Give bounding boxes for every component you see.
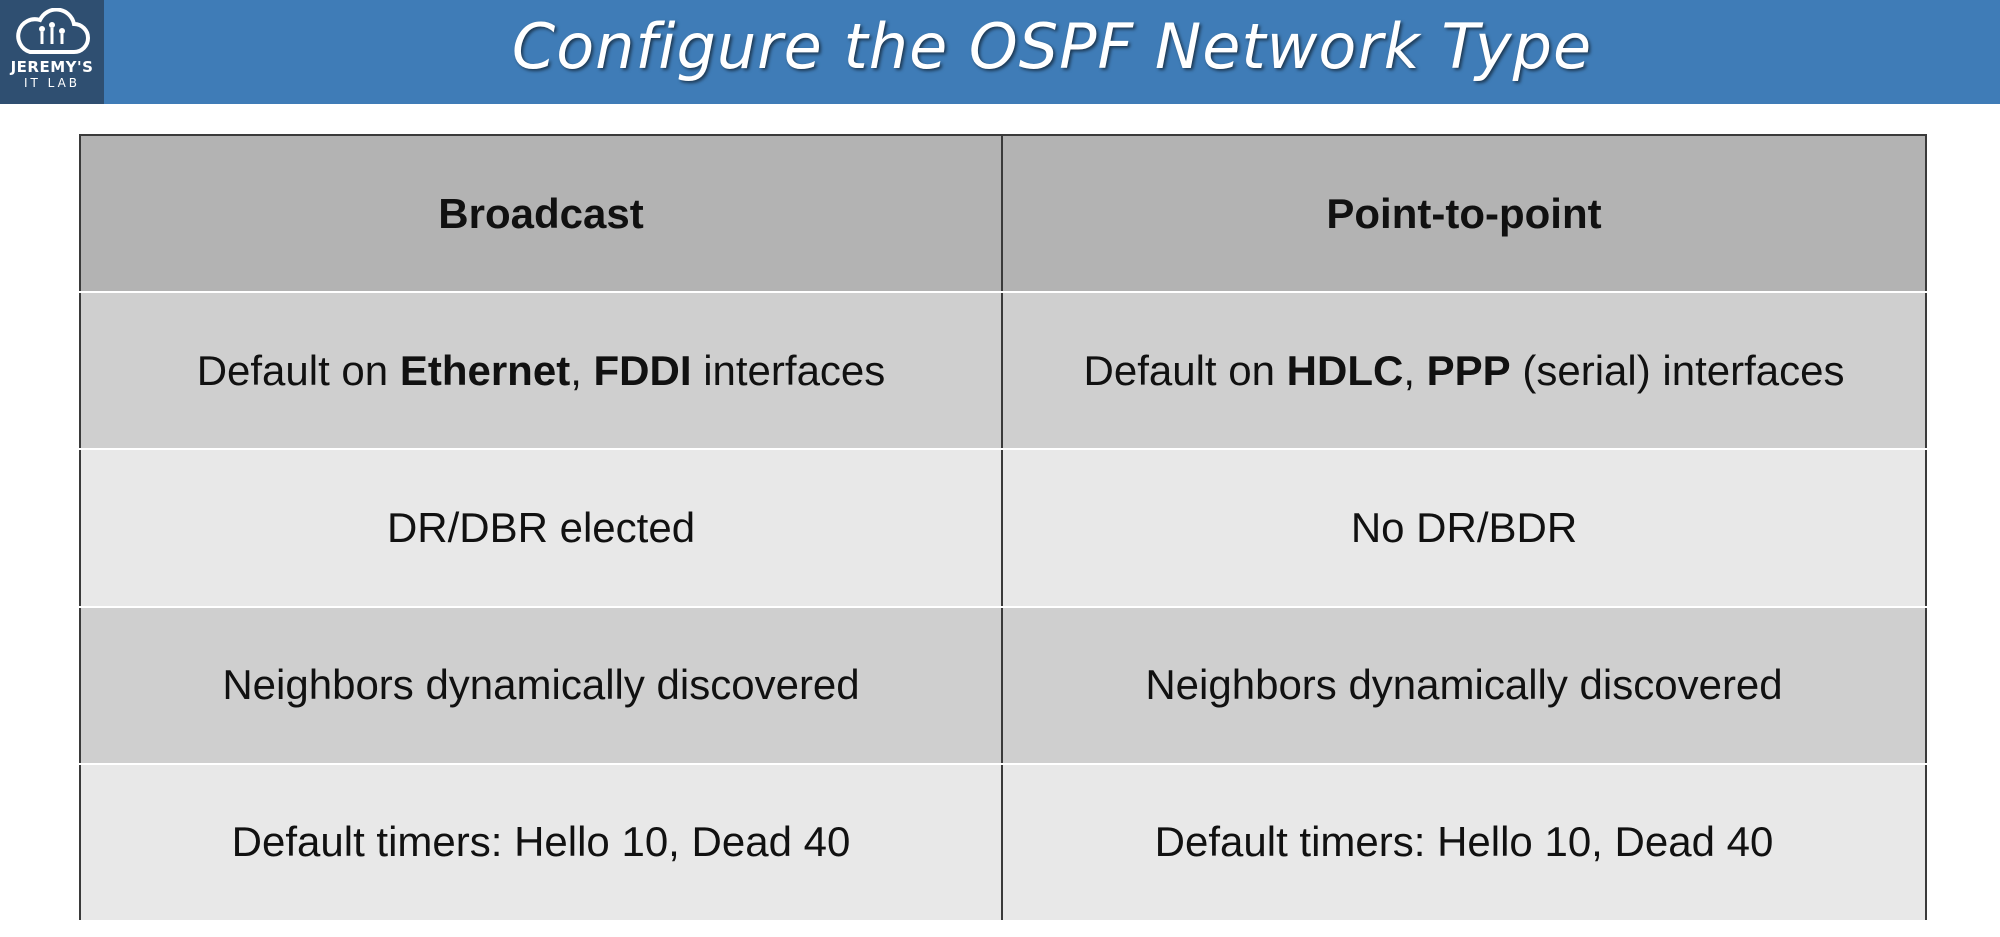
header-broadcast: Broadcast: [80, 135, 1003, 294]
cell-p2p-default: Default on HDLC, PPP (serial) interfaces: [1002, 292, 1926, 451]
logo: JEREMY'S IT LAB: [0, 0, 104, 104]
header-point-to-point: Point-to-point: [1002, 135, 1926, 294]
logo-subtext: IT LAB: [23, 76, 81, 90]
comparison-table: Broadcast Point-to-point Default on Ethe…: [79, 134, 1927, 923]
table-row: Default timers: Hello 10, Dead 40 Defaul…: [80, 763, 1926, 923]
cell-p2p-timers: Default timers: Hello 10, Dead 40: [1002, 763, 1926, 923]
title-banner: JEREMY'S IT LAB Configure the OSPF Netwo…: [0, 0, 2000, 104]
page-title: Configure the OSPF Network Type: [511, 10, 1593, 83]
cell-broadcast-neighbors: Neighbors dynamically discovered: [80, 606, 1003, 765]
table-header-row: Broadcast Point-to-point: [80, 135, 1926, 294]
cell-broadcast-default: Default on Ethernet, FDDI interfaces: [80, 292, 1003, 451]
cell-broadcast-timers: Default timers: Hello 10, Dead 40: [80, 763, 1003, 923]
cell-broadcast-dr: DR/DBR elected: [80, 449, 1003, 608]
table-row: DR/DBR elected No DR/BDR: [80, 449, 1926, 608]
logo-text: JEREMY'S: [10, 58, 94, 76]
table-row: Default on Ethernet, FDDI interfaces Def…: [80, 292, 1926, 451]
cell-p2p-neighbors: Neighbors dynamically discovered: [1002, 606, 1926, 765]
cloud-circuit-icon: [16, 8, 90, 54]
cell-p2p-dr: No DR/BDR: [1002, 449, 1926, 608]
table-row: Neighbors dynamically discovered Neighbo…: [80, 606, 1926, 765]
